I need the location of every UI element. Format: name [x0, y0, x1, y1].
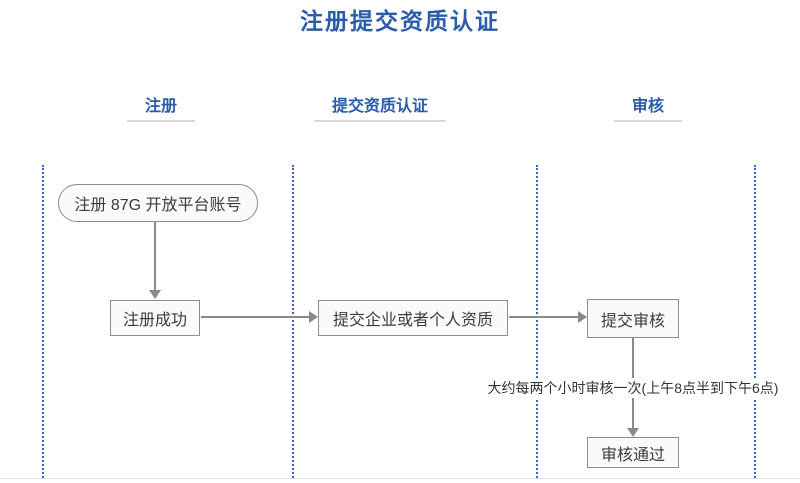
- node-review-passed: 审核通过: [587, 437, 679, 468]
- lane-separator-line: [536, 165, 538, 478]
- lane-separator-line: [292, 165, 294, 478]
- node-register-account: 注册 87G 开放平台账号: [58, 184, 258, 222]
- node-submit-review: 提交审核: [587, 299, 679, 338]
- arrow-success-to-qualification-icon: [201, 311, 318, 323]
- arrow-account-to-success-icon: [149, 222, 161, 299]
- arrow-qualification-to-review-icon: [509, 311, 587, 323]
- lane-separator-line: [754, 165, 756, 478]
- lane-header-review: 审核: [613, 92, 683, 122]
- arrowhead-down-icon: [149, 290, 161, 299]
- lane-separator-line: [42, 165, 44, 478]
- page-title: 注册提交资质认证: [300, 8, 500, 34]
- arrow-line: [154, 222, 156, 291]
- node-register-success: 注册成功: [110, 300, 200, 336]
- node-submit-qualification: 提交企业或者个人资质: [318, 300, 508, 336]
- lane-header-register: 注册: [126, 92, 196, 122]
- arrowhead-down-icon: [627, 428, 639, 437]
- arrowhead-right-icon: [309, 311, 318, 323]
- bottom-boundary-line: [0, 478, 800, 479]
- arrow-line: [201, 316, 310, 318]
- arrow-line: [509, 316, 579, 318]
- review-schedule-note: 大约每两个小时审核一次(上午8点半到下午6点): [484, 378, 782, 398]
- lane-header-submit-qualification: 提交资质认证: [313, 92, 447, 122]
- arrowhead-right-icon: [578, 311, 587, 323]
